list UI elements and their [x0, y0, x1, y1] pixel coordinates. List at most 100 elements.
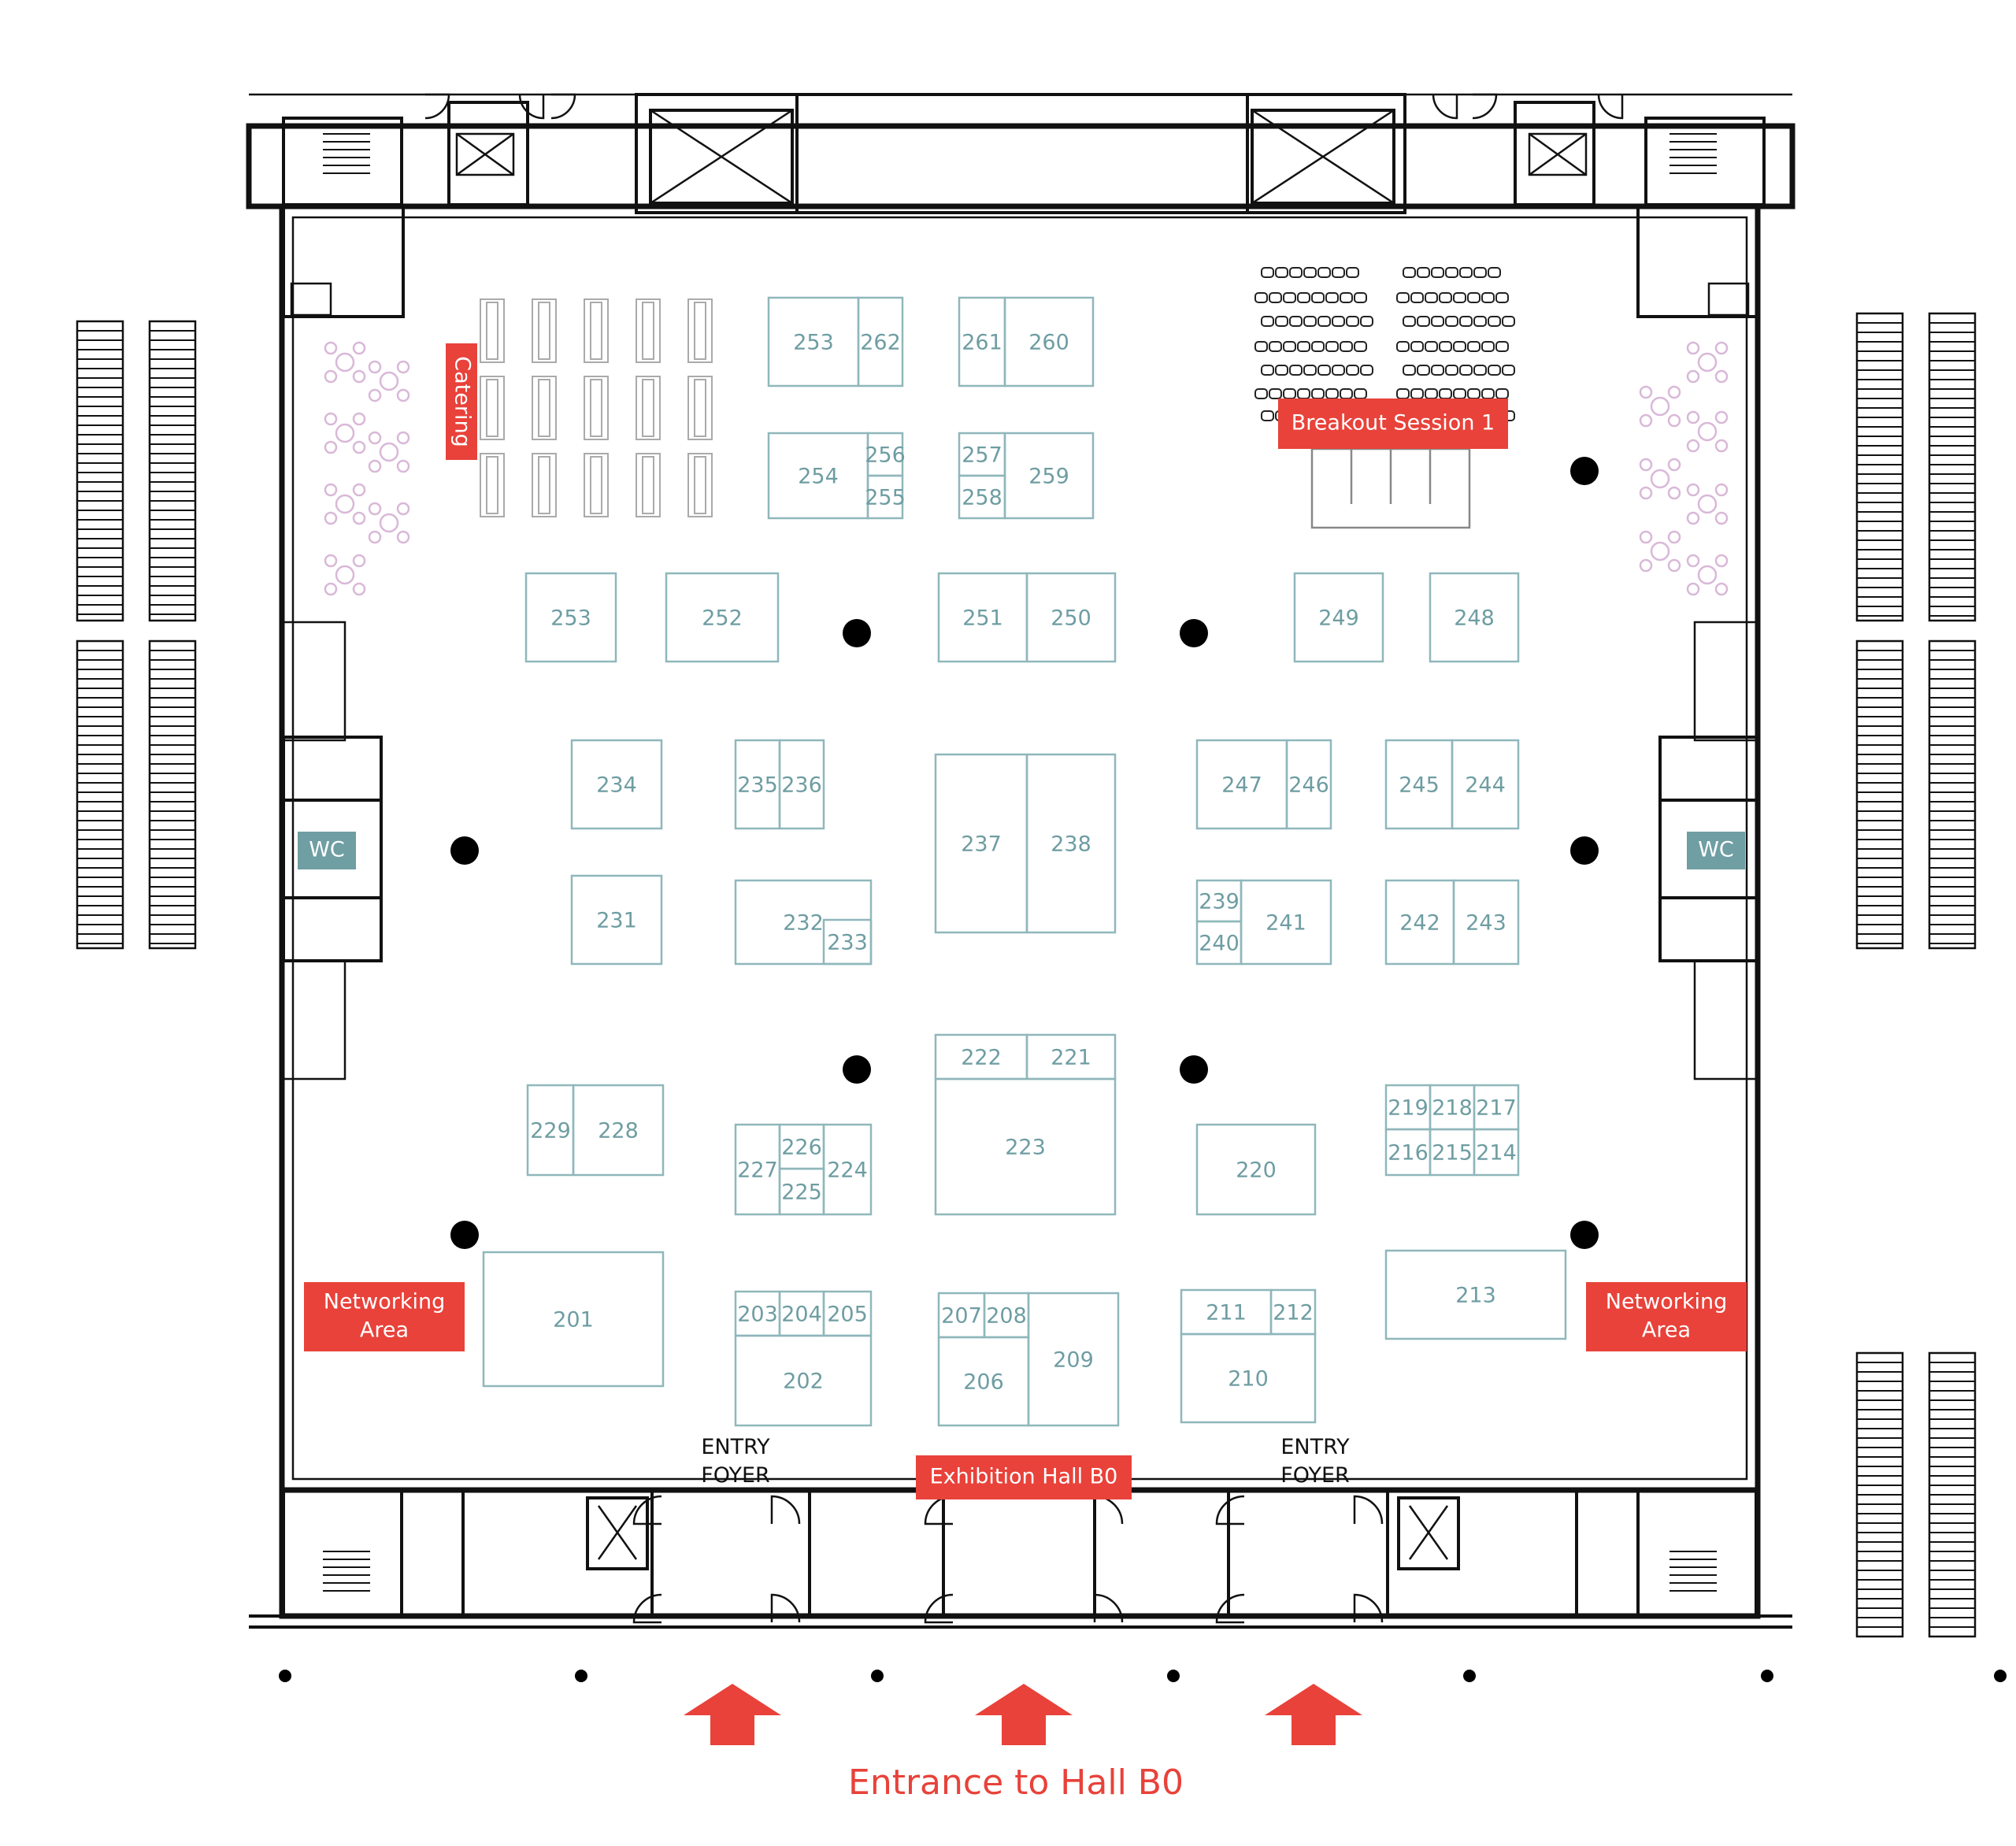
- cafe-table: [1639, 385, 1681, 428]
- seat: [1431, 267, 1444, 278]
- seat: [1311, 341, 1325, 352]
- booth[interactable]: 239: [1195, 879, 1243, 923]
- door-swing: [1597, 94, 1624, 120]
- booth[interactable]: 235: [734, 739, 781, 830]
- booth[interactable]: 203: [734, 1290, 781, 1337]
- booth[interactable]: 251: [937, 572, 1028, 663]
- booth[interactable]: 210: [1180, 1333, 1317, 1424]
- seat: [1346, 365, 1359, 376]
- booth[interactable]: 221: [1025, 1033, 1117, 1081]
- seat: [1473, 267, 1487, 278]
- booth[interactable]: 243: [1452, 879, 1520, 966]
- seat: [1417, 316, 1430, 327]
- seat: [1439, 341, 1452, 352]
- column-marker: [1180, 619, 1208, 647]
- booth[interactable]: 214: [1473, 1128, 1520, 1177]
- booth[interactable]: 216: [1384, 1128, 1432, 1177]
- booth[interactable]: 211: [1180, 1288, 1273, 1336]
- seat: [1396, 292, 1410, 303]
- booth[interactable]: 254: [767, 432, 869, 520]
- svg-text:Area: Area: [360, 1318, 409, 1343]
- booth-number: 221: [1051, 1046, 1091, 1070]
- booth[interactable]: 240: [1195, 920, 1243, 966]
- booth-number: 248: [1454, 606, 1495, 631]
- booth[interactable]: 242: [1384, 879, 1455, 966]
- seat: [1488, 365, 1501, 376]
- booth[interactable]: 222: [934, 1033, 1028, 1081]
- booth-number: 236: [781, 773, 822, 798]
- booth[interactable]: 253: [767, 296, 860, 387]
- booth-number: 215: [1432, 1141, 1473, 1166]
- booth[interactable]: 220: [1195, 1123, 1317, 1216]
- booth-number: 224: [827, 1158, 868, 1183]
- booth[interactable]: 208: [983, 1292, 1030, 1339]
- booth[interactable]: 201: [482, 1251, 665, 1388]
- booth[interactable]: 259: [1003, 432, 1095, 520]
- booth[interactable]: 258: [958, 474, 1006, 520]
- booth[interactable]: 252: [665, 572, 780, 663]
- booth[interactable]: 217: [1473, 1084, 1520, 1131]
- booth[interactable]: 207: [937, 1292, 986, 1339]
- door-swing: [1093, 1593, 1124, 1623]
- seat: [1459, 365, 1473, 376]
- seat: [1439, 292, 1452, 303]
- booth[interactable]: 226: [778, 1123, 825, 1170]
- booth[interactable]: 213: [1384, 1249, 1567, 1340]
- booth[interactable]: 233: [822, 918, 873, 966]
- booth[interactable]: 218: [1429, 1084, 1476, 1131]
- booth[interactable]: 237: [934, 753, 1028, 934]
- wc-right-label: WC: [1687, 832, 1745, 869]
- booth[interactable]: 206: [937, 1336, 1030, 1427]
- booth-number: 212: [1273, 1301, 1314, 1325]
- booth[interactable]: 227: [734, 1123, 781, 1216]
- seat: [1439, 388, 1452, 399]
- booth[interactable]: 241: [1240, 879, 1332, 966]
- booth-number: 249: [1318, 606, 1359, 631]
- booth[interactable]: 257: [958, 432, 1006, 477]
- booth-number: 252: [702, 606, 743, 631]
- booth[interactable]: 250: [1025, 572, 1117, 663]
- seat: [1417, 365, 1430, 376]
- booth[interactable]: 225: [778, 1167, 825, 1216]
- seat: [1360, 316, 1373, 327]
- catering-table: [584, 298, 609, 363]
- booth[interactable]: 234: [570, 739, 663, 830]
- booth[interactable]: 204: [778, 1290, 825, 1337]
- booth[interactable]: 253: [524, 572, 617, 663]
- catering-table: [480, 298, 505, 363]
- booth[interactable]: 247: [1195, 739, 1288, 830]
- seat: [1283, 292, 1296, 303]
- booth[interactable]: 245: [1384, 739, 1454, 830]
- pillar-marker: [279, 1670, 291, 1682]
- booth[interactable]: 209: [1027, 1292, 1120, 1427]
- booth[interactable]: 244: [1451, 739, 1520, 830]
- booth-number: 223: [1005, 1136, 1046, 1160]
- booth[interactable]: 229: [526, 1084, 575, 1177]
- booth[interactable]: 205: [822, 1290, 873, 1337]
- booth-number: 234: [596, 773, 637, 798]
- booth[interactable]: 212: [1269, 1288, 1317, 1336]
- booth[interactable]: 228: [572, 1084, 665, 1177]
- booth[interactable]: 224: [822, 1123, 873, 1216]
- seat: [1346, 316, 1359, 327]
- booth[interactable]: 249: [1293, 572, 1384, 663]
- booth[interactable]: 223: [934, 1077, 1117, 1216]
- entry-foyer-right-line1: ENTRY: [1280, 1435, 1350, 1459]
- booth[interactable]: 256: [865, 432, 906, 477]
- booth[interactable]: 248: [1429, 572, 1520, 663]
- booth[interactable]: 255: [865, 474, 906, 520]
- booth[interactable]: 236: [778, 739, 825, 830]
- entrance-arrows: [684, 1684, 1362, 1745]
- booth[interactable]: 219: [1384, 1084, 1432, 1131]
- seat: [1417, 267, 1430, 278]
- booth[interactable]: 231: [570, 874, 663, 966]
- seat: [1261, 365, 1274, 376]
- booth[interactable]: 260: [1003, 296, 1095, 387]
- booth[interactable]: 246: [1285, 739, 1332, 830]
- booth[interactable]: 261: [958, 296, 1006, 387]
- booth[interactable]: 238: [1025, 753, 1117, 934]
- booth[interactable]: 202: [734, 1334, 873, 1427]
- booth[interactable]: 262: [857, 296, 904, 387]
- booth[interactable]: 215: [1429, 1128, 1476, 1177]
- seat: [1283, 341, 1296, 352]
